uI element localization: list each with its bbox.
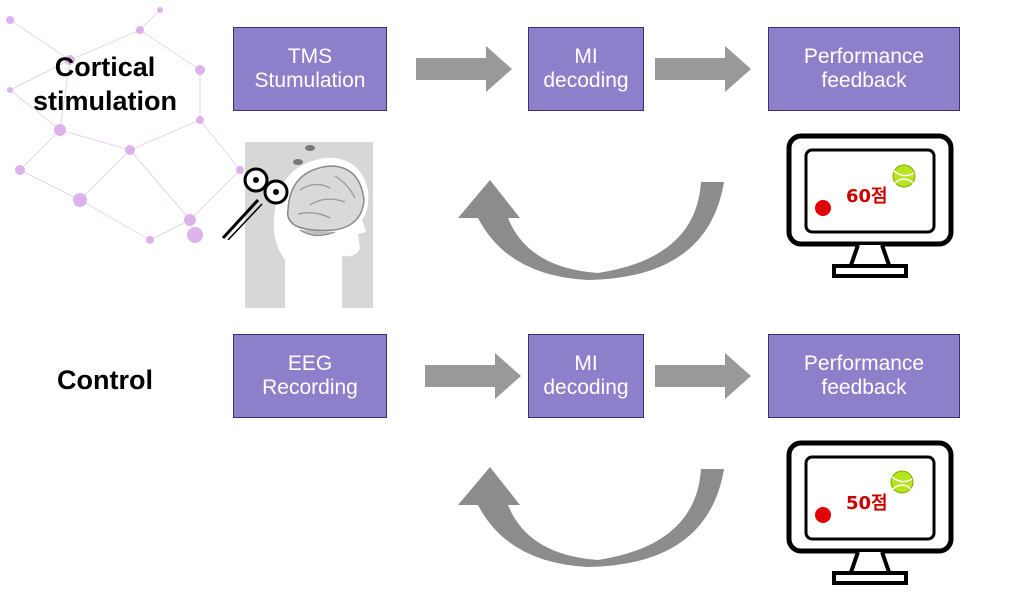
right-arrow-icon xyxy=(655,353,751,399)
row-label-line: Cortical xyxy=(54,52,156,82)
box-line: TMS xyxy=(287,45,333,68)
box-mi-decoding: MI decoding xyxy=(528,334,644,418)
box-performance-feedback: Performance feedback xyxy=(768,27,960,111)
row-label-cortical-stimulation: Cortical stimulation xyxy=(20,50,190,118)
score-text: 50점 xyxy=(846,493,888,514)
box-line: Stumulation xyxy=(254,69,366,92)
network-background xyxy=(6,7,244,244)
right-arrow-icon xyxy=(416,46,512,92)
box-line: decoding xyxy=(543,69,629,92)
box-line: feedback xyxy=(821,69,907,92)
curved-return-arrow-icon xyxy=(458,180,724,280)
monitor-icon xyxy=(786,133,954,278)
right-arrow-icon xyxy=(425,353,521,399)
brain-head-icon xyxy=(245,142,373,308)
row-label-line: stimulation xyxy=(32,86,177,116)
row-label-control: Control xyxy=(20,363,190,397)
box-line: MI xyxy=(574,45,598,68)
box-line: MI xyxy=(574,352,598,375)
box-line: feedback xyxy=(821,376,907,399)
box-line: Performance xyxy=(803,352,925,375)
monitor-icon xyxy=(786,440,954,585)
box-line: decoding xyxy=(543,376,629,399)
box-performance-feedback: Performance feedback xyxy=(768,334,960,418)
curved-return-arrow-icon xyxy=(458,467,724,567)
score-text: 60점 xyxy=(846,186,888,207)
box-eeg-recording: EEG Recording xyxy=(233,334,387,418)
right-arrow-icon xyxy=(655,46,751,92)
box-line: EEG xyxy=(287,352,333,375)
box-tms-stimulation: TMS Stumulation xyxy=(233,27,387,111)
box-line: Recording xyxy=(262,376,358,399)
tms-coil-icon xyxy=(221,167,289,240)
row-label-line: Control xyxy=(57,365,153,395)
box-mi-decoding: MI decoding xyxy=(528,27,644,111)
box-line: Performance xyxy=(803,45,925,68)
